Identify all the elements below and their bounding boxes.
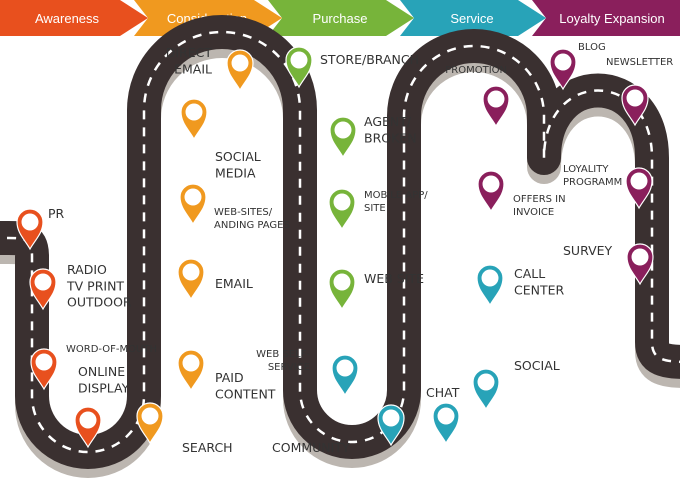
touchpoint-pins [16, 46, 654, 449]
stage-chevron-service [400, 0, 546, 36]
pin-dot [482, 175, 500, 193]
pin-icon-email [177, 258, 205, 301]
pin-dot [481, 269, 499, 287]
pin-icon-pr [16, 208, 44, 251]
stage-label-awareness: Awareness [35, 11, 100, 26]
pin-icon-agent-broken [329, 116, 357, 159]
touchpoint-label-community: COMMUNITY [272, 440, 350, 455]
pin-dot [34, 273, 52, 291]
pin-dot [554, 53, 572, 71]
pin-dot [184, 188, 202, 206]
pin-dot [290, 51, 308, 69]
touchpoint-label-web-site: WEB SITE [364, 271, 424, 286]
pin-icon-blog [549, 48, 577, 91]
pin-icon-radio-tv-print-outdoor [29, 268, 57, 311]
stage-label-loyalty-expansion: Loyalty Expansion [559, 11, 665, 26]
pin-icon-loyality-programm [625, 167, 653, 210]
pin-dot [141, 407, 159, 425]
pin-dot [35, 353, 53, 371]
pin-icon-web-self-service [331, 354, 359, 397]
touchpoint-label-web-self-service: WEB SELF-SERVICE [256, 349, 310, 373]
stage-label-service: Service [450, 11, 493, 26]
stage-chevron-awareness [0, 0, 148, 36]
pin-dot [631, 248, 649, 266]
stage-label-purchase: Purchase [313, 11, 368, 26]
pin-icon-paid-content [177, 349, 205, 392]
stage-chevron-loyalty-expansion [532, 0, 680, 36]
pin-icon-web-site [328, 268, 356, 311]
pin-icon-direct-email [226, 49, 254, 92]
pin-icon-social [472, 368, 500, 411]
pin-icon-online-display [74, 406, 102, 449]
touchpoint-label-agent-broken: AGENT/BROKEN [364, 114, 417, 145]
pin-icon-social-media [180, 98, 208, 141]
road-center-line [0, 30, 680, 454]
pin-icon-newsletter [621, 84, 649, 127]
pin-icon-offers-in-invoice [477, 170, 505, 213]
pin-icon-community [377, 404, 405, 447]
pin-icon-search [136, 402, 164, 445]
touchpoint-label-blog: BLOG [578, 42, 606, 53]
pin-dot [336, 359, 354, 377]
pin-dot [182, 354, 200, 372]
pin-icon-word-of-mouth [30, 348, 58, 391]
pin-dot [437, 407, 455, 425]
pin-icon-survey [626, 243, 654, 286]
touchpoint-label-store-branch: STORE/BRANCH [320, 52, 419, 67]
pin-dot [185, 103, 203, 121]
pin-icon-store-branch [285, 46, 313, 89]
stage-chevron-purchase [268, 0, 414, 36]
touchpoint-label-social: SOCIAL [514, 358, 560, 373]
pin-dot [382, 409, 400, 427]
pin-dot [333, 273, 351, 291]
pin-dot [333, 193, 351, 211]
touchpoint-label-web-sites-anding-pages: WEB-SITES/ANDING PAGES [214, 207, 290, 231]
touchpoint-label-chat: CHAT [426, 385, 460, 400]
pin-dot [487, 90, 505, 108]
touchpoint-label-word-of-mouth: WORD-OF-MOUTH [66, 344, 157, 355]
touchpoint-label-pr: PR [48, 206, 65, 221]
pin-icon-chat [432, 402, 460, 445]
touchpoint-label-email: EMAIL [215, 276, 253, 291]
touchpoint-label-mobile-app-site: MOBILE APP/SITE [364, 190, 428, 214]
pin-dot [231, 54, 249, 72]
pin-dot [477, 373, 495, 391]
journey-road [0, 15, 680, 478]
pin-dot [334, 121, 352, 139]
touchpoint-label-survey: SURVEY [563, 243, 613, 258]
pin-dot [21, 213, 39, 231]
pin-dot [630, 172, 648, 190]
pin-dot [182, 263, 200, 281]
pin-icon-promotion [482, 85, 510, 128]
pin-icon-call-center [476, 264, 504, 307]
pin-icon-web-sites-anding-pages [179, 183, 207, 226]
touchpoint-label-newsletter: NEWSLETTER [606, 57, 673, 68]
pin-dot [79, 411, 97, 429]
pin-icon-mobile-app-site [328, 188, 356, 231]
touchpoint-label-search: SEARCH [182, 440, 233, 455]
pin-dot [626, 89, 644, 107]
touchpoint-label-promotion: PROMOTION [445, 65, 507, 76]
